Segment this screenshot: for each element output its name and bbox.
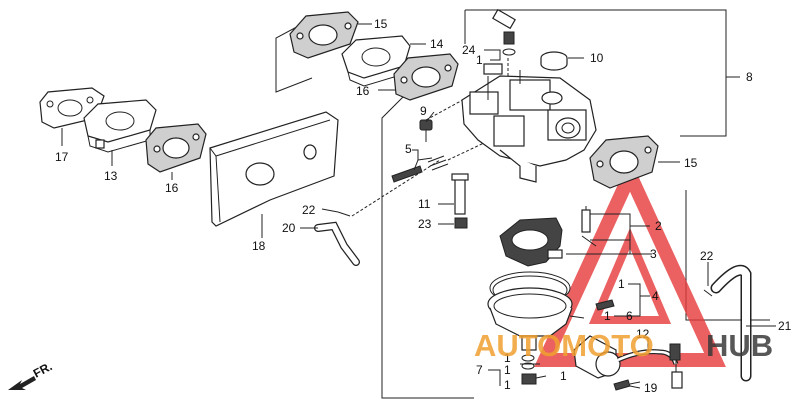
label-24: 24	[462, 43, 476, 57]
label-12: 12	[636, 327, 650, 341]
label-22-left: 22	[302, 203, 316, 217]
watermark-part-a: AUTOMOTO	[474, 328, 654, 363]
label-8: 8	[746, 70, 753, 84]
gasket-16-lower	[393, 53, 459, 101]
label-3: 3	[650, 247, 657, 261]
float-3	[499, 217, 563, 267]
label-9: 9	[420, 104, 427, 118]
label-2: 2	[655, 219, 662, 233]
nozzle-11	[451, 173, 469, 215]
label-13: 13	[104, 169, 118, 183]
gasket-15	[589, 135, 659, 189]
float-valve-2	[581, 206, 597, 247]
gasket-16-top	[289, 11, 359, 59]
label-17: 17	[55, 150, 69, 164]
watermark-logo	[534, 158, 726, 367]
label-16-top: 15	[374, 17, 388, 31]
label-16-lower: 16	[356, 84, 370, 98]
watermark-part-b: HUB	[706, 328, 773, 363]
label-4: 4	[652, 289, 659, 303]
label-6: 6	[626, 309, 633, 323]
label-19: 19	[644, 381, 658, 395]
screw-19	[613, 379, 641, 391]
label-16-left: 16	[165, 181, 179, 195]
label-22-right: 22	[700, 249, 714, 263]
label-1-c: 1	[604, 309, 611, 323]
jet-23	[454, 217, 468, 229]
label-5: 5	[405, 142, 412, 156]
watermark-text: AUTOMOTO HUB	[474, 328, 773, 363]
label-1-a: 1	[476, 53, 483, 67]
gasket-group-bracket	[275, 21, 313, 93]
fuel-cut-solenoid-12	[573, 335, 683, 389]
carburetor-body	[461, 63, 597, 183]
label-1-b: 1	[618, 277, 625, 291]
leader-lines	[61, 23, 776, 389]
float-bowl	[487, 287, 573, 385]
carburetor-assembly-bracket	[464, 9, 740, 137]
part-number-labels: 15 14 16 17 13 16 18 22 20 9 5 11 23 24 …	[55, 17, 792, 395]
gasket-16-left	[145, 123, 207, 173]
label-23: 23	[418, 217, 432, 231]
label-11: 11	[418, 197, 431, 211]
insulator-13	[83, 99, 157, 153]
label-1-f: 1	[504, 378, 511, 392]
front-direction-marker: FR.	[8, 359, 54, 390]
label-14: 14	[430, 37, 444, 51]
label-1-d: 1	[504, 351, 511, 365]
label-1-g: 1	[560, 369, 567, 383]
bowl-screws-6	[569, 299, 615, 319]
heat-shield-18	[209, 111, 339, 227]
breather-tube-20	[314, 159, 441, 266]
label-1-e: 1	[504, 363, 511, 377]
label-18: 18	[252, 239, 266, 253]
label-15: 15	[684, 156, 698, 170]
label-20: 20	[282, 221, 296, 235]
label-10: 10	[590, 51, 604, 65]
fuel-tube-21	[703, 264, 752, 382]
label-7: 7	[476, 363, 483, 377]
cap-10	[540, 51, 568, 71]
label-21: 21	[778, 319, 792, 333]
